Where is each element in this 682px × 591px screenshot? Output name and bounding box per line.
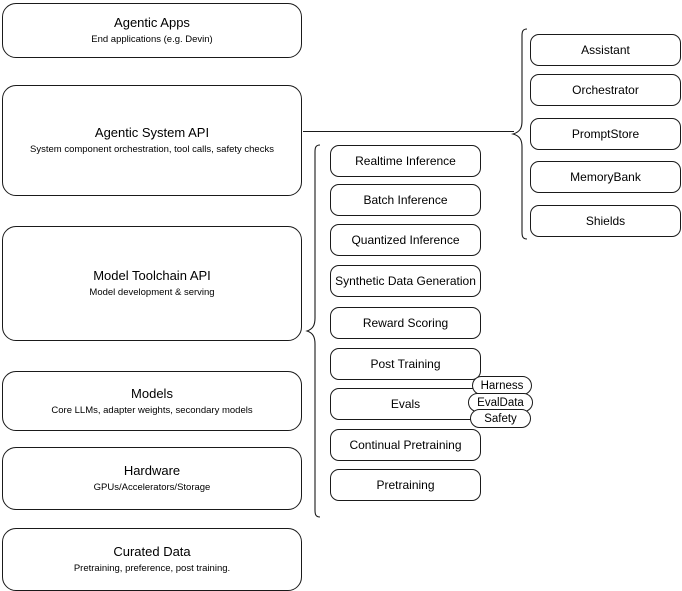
brace-toolchain [305,144,321,518]
component-box-memorybank[interactable]: MemoryBank [530,161,681,193]
layer-title: Hardware [123,463,181,478]
capability-box-pretraining[interactable]: Pretraining [330,469,481,501]
capability-label: Pretraining [376,478,435,492]
component-label: Assistant [581,43,630,57]
connector-system-api-to-components [303,131,514,132]
layer-box-agentic-system-api[interactable]: Agentic System API System component orch… [2,85,302,196]
layer-box-hardware[interactable]: Hardware GPUs/Accelerators/Storage [2,447,302,510]
capability-label: Reward Scoring [362,316,449,330]
evals-pill-safety[interactable]: Safety [470,409,531,428]
component-box-assistant[interactable]: Assistant [530,34,681,66]
layer-subtitle: Model development & serving [89,287,215,298]
capability-box-batch-inference[interactable]: Batch Inference [330,184,481,216]
capability-label: Continual Pretraining [349,438,462,452]
layer-box-model-toolchain-api[interactable]: Model Toolchain API Model development & … [2,226,302,341]
capability-label: Batch Inference [363,193,448,207]
component-label: PromptStore [571,127,640,141]
evals-pill-evaldata[interactable]: EvalData [468,393,533,412]
component-label: Shields [585,214,626,228]
evals-pill-label: EvalData [477,396,524,409]
capability-box-evals[interactable]: Evals [330,388,481,420]
brace-system-components [511,28,528,240]
component-box-shields[interactable]: Shields [530,205,681,237]
capability-box-reward-scoring[interactable]: Reward Scoring [330,307,481,339]
layer-subtitle: GPUs/Accelerators/Storage [93,482,211,493]
layer-title: Model Toolchain API [93,268,211,283]
component-label: MemoryBank [570,170,641,184]
layer-box-models[interactable]: Models Core LLMs, adapter weights, secon… [2,371,302,431]
component-label: Orchestrator [572,83,639,97]
layer-box-curated-data[interactable]: Curated Data Pretraining, preference, po… [2,528,302,591]
evals-pill-label: Harness [480,379,524,392]
capability-label: Post Training [370,357,441,371]
capability-box-post-training[interactable]: Post Training [330,348,481,380]
capability-label: Evals [390,397,421,411]
layer-title: Curated Data [113,544,191,559]
capability-box-continual-pretraining[interactable]: Continual Pretraining [330,429,481,461]
capability-label: Realtime Inference [355,154,456,168]
layer-title: Agentic Apps [114,15,190,30]
layer-subtitle: System component orchestration, tool cal… [30,144,274,155]
layer-subtitle: Pretraining, preference, post training. [73,563,231,574]
layer-subtitle: End applications (e.g. Devin) [91,34,213,45]
component-box-promptstore[interactable]: PromptStore [530,118,681,150]
layer-title: Models [131,385,173,401]
capability-label: Synthetic Data Generation [335,274,476,288]
component-box-orchestrator[interactable]: Orchestrator [530,74,681,106]
capability-label: Quantized Inference [351,233,460,247]
layer-box-agentic-apps[interactable]: Agentic Apps End applications (e.g. Devi… [2,3,302,58]
capability-box-synthetic-data-generation[interactable]: Synthetic Data Generation [330,265,481,297]
evals-pill-label: Safety [484,412,517,425]
layer-title: Agentic System API [94,125,210,140]
capability-box-quantized-inference[interactable]: Quantized Inference [330,224,481,256]
capability-box-realtime-inference[interactable]: Realtime Inference [330,145,481,177]
layer-subtitle: Core LLMs, adapter weights, secondary mo… [51,404,253,416]
